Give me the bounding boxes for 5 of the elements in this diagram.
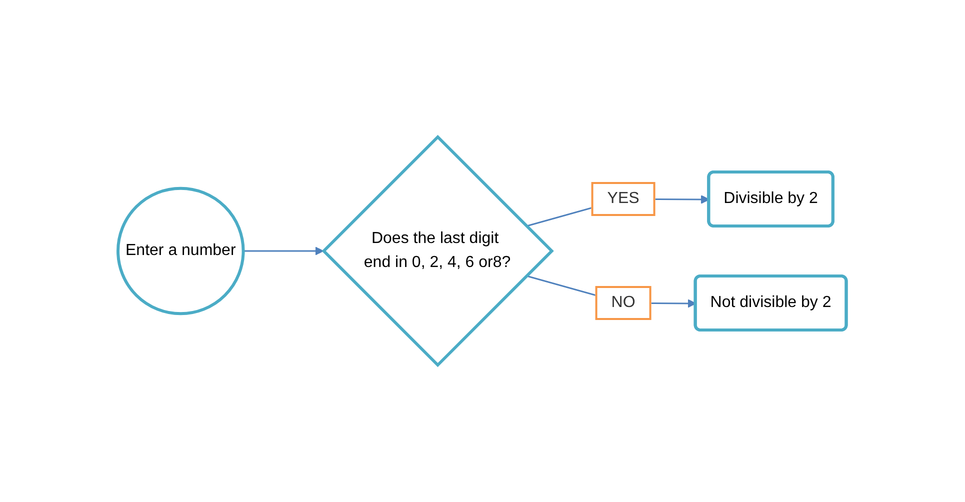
node-circle: Enter a number	[116, 186, 246, 316]
edge-label: YES	[608, 190, 640, 207]
edge-label: NO	[612, 294, 636, 311]
arrow	[244, 246, 324, 256]
node-diamond: Does the last digit end in 0, 2, 4, 6 or8?	[322, 134, 554, 368]
